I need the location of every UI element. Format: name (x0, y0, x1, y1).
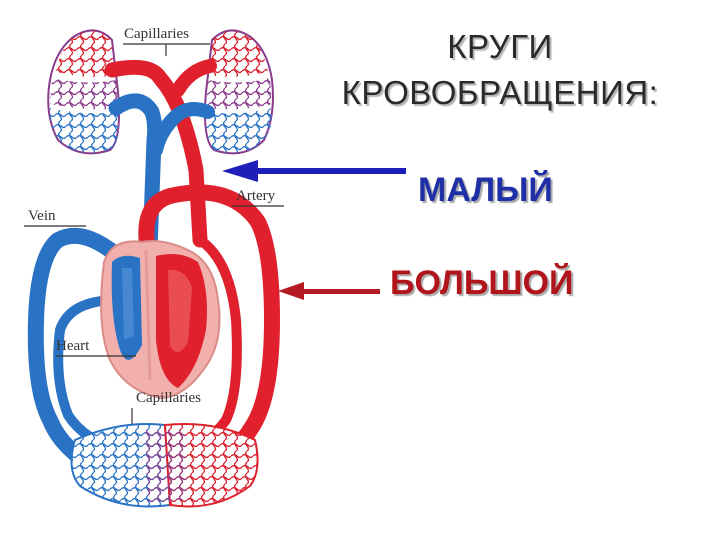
pulmonary-artery-right (149, 102, 215, 157)
heart (100, 240, 221, 400)
aorta (138, 184, 281, 488)
vein-label: Vein (28, 208, 56, 224)
capillaries-bottom-label: Capillaries (136, 390, 201, 406)
title-line-2: КРОВОБРАЩЕНИЯ: (341, 74, 659, 111)
page-title: КРУГИ КРОВОБРАЩЕНИЯ: (300, 24, 700, 116)
pulmonary-vein (104, 59, 208, 248)
heart-label: Heart (56, 338, 90, 354)
arrow-small-circle (222, 160, 406, 182)
title-line-1: КРУГИ (447, 28, 553, 65)
capillaries-top-label: Capillaries (124, 26, 189, 42)
systemic-capillaries (70, 423, 259, 508)
label-leaders (24, 43, 284, 424)
artery-label: Artery (236, 188, 276, 204)
small-circle-label: МАЛЫЙ (418, 171, 553, 209)
pulmonary-vein-right (171, 59, 217, 97)
lung-left (47, 29, 120, 155)
arrow-big-circle (278, 282, 380, 300)
lung-right (204, 29, 274, 155)
big-circle-label: БОЛЬШОЙ (390, 264, 574, 302)
